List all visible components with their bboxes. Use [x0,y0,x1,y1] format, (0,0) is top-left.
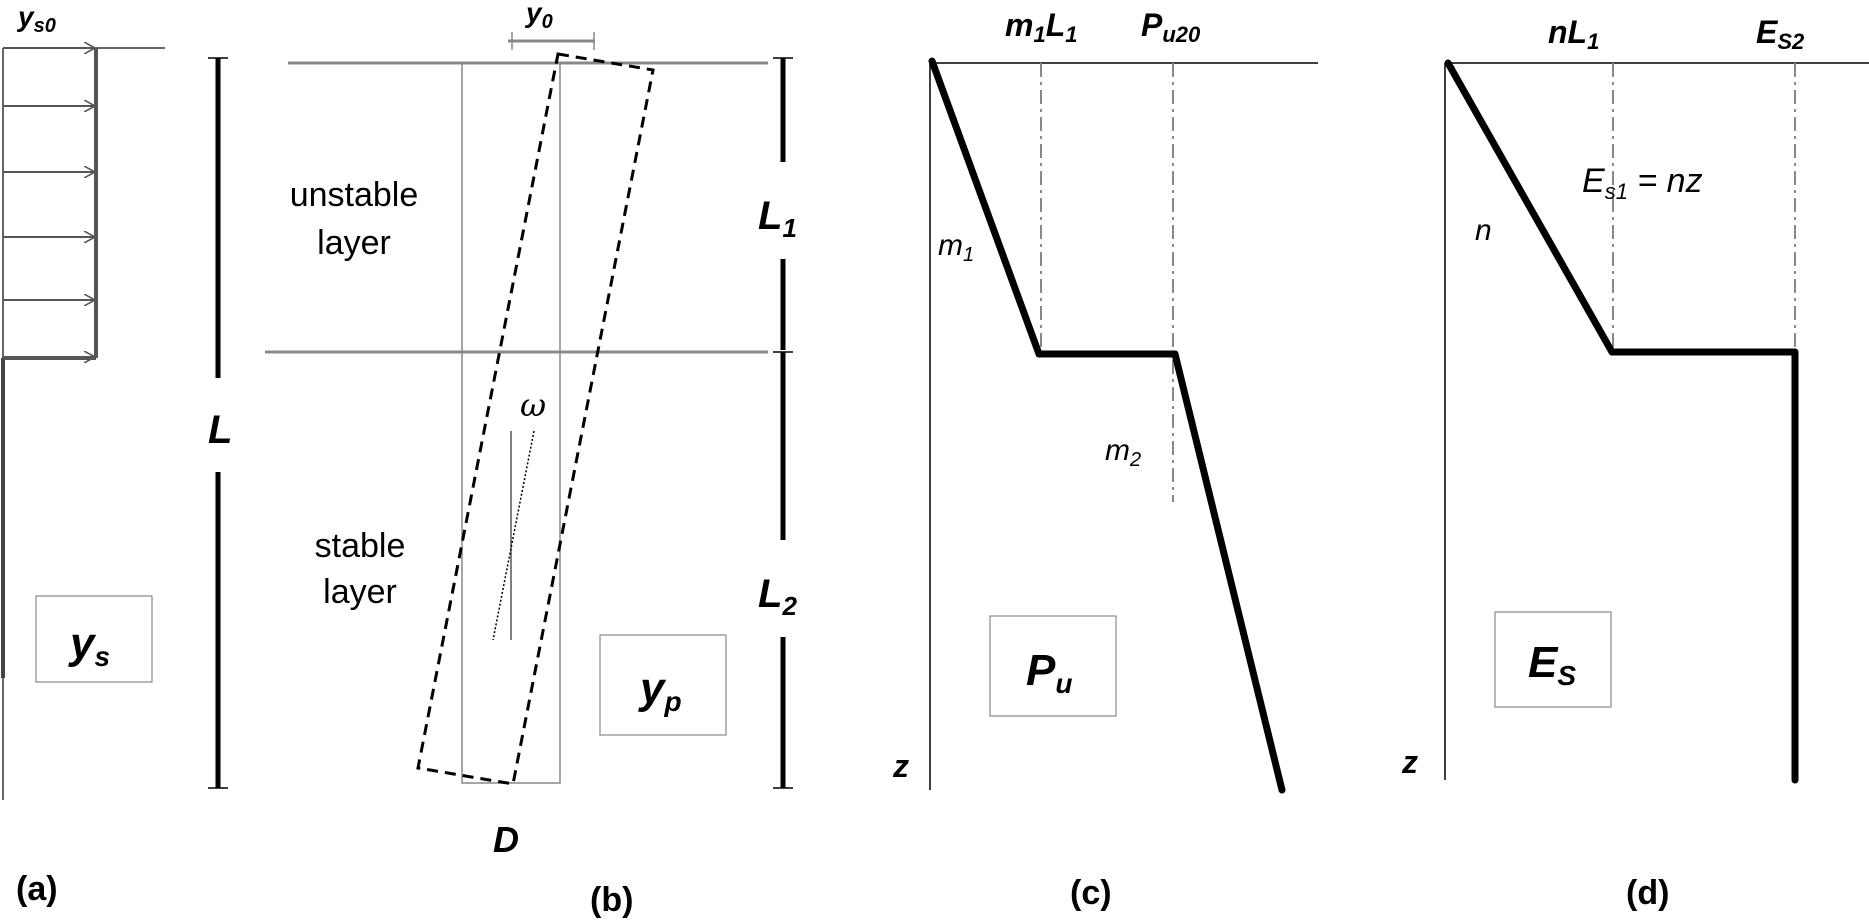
modulus-equation-sub: s1 [1605,179,1628,204]
panel-d: nL1 ES2 n Es1 = nz z ES (d) [1401,14,1869,912]
caption-b: (b) [590,881,633,919]
pile-original-outline [461,62,561,784]
soil-modulus-box-label-sub: S [1557,660,1576,691]
depth-axis-label-d: z [1401,744,1418,780]
total-length-label: L [208,408,232,452]
soil-displacement-top-label-sub: s0 [34,15,56,37]
pu20-sub: u20 [1162,22,1201,47]
unstable-layer-label-line1: unstable [290,176,419,214]
panel-c: m1L1 Pu20 m1 m2 z Pu (c) [892,7,1318,912]
es2-sub: S2 [1777,29,1805,54]
soil-displacement-top-label: ys0 [16,1,56,37]
panel-b: y0 unstable layer stable layer ω D yp L1… [265,0,797,919]
m1L1-top-label: m1L1 [1005,7,1078,47]
pile-displacement-box-label-sub: p [663,686,681,717]
soil-modulus-profile [1444,59,1799,784]
es2-top-label: ES2 [1756,14,1805,54]
caption-c: (c) [1070,874,1112,912]
ultimate-resistance-box-label: Pu [1026,646,1072,699]
pile-displacement-top-label-sub: 0 [542,11,553,33]
soil-displacement-box-label: ys [68,619,110,672]
ultimate-resistance-box [989,615,1117,717]
unstable-layer-thickness-label: L1 [758,194,797,243]
stable-layer-thickness-label-sub: 2 [781,591,797,621]
m1L1-sub-2: 1 [1065,22,1077,47]
pile-displacement-top-label: y0 [524,0,553,33]
unstable-layer-thickness-label-sub: 1 [782,213,796,243]
stable-layer-label-line1: stable [315,527,406,565]
slope-m2-label: m2 [1105,434,1141,471]
nL1-sub: 1 [1587,29,1599,54]
soil-displacement-box [35,595,153,683]
panel-a: ys0 ys L (a) [1,1,232,908]
rotation-angle-symbol: ω [520,386,546,424]
caption-a: (a) [16,870,58,908]
slope-n-label: n [1475,214,1492,247]
caption-d: (d) [1626,874,1669,912]
displacement-arrows [3,48,95,357]
pu20-top-label: Pu20 [1141,7,1201,47]
modulus-equation-rest: = nz [1628,162,1703,200]
pile-deflected-outline [416,52,655,786]
pile-displacement-box-label: yp [638,664,682,717]
modulus-equation-label: Es1 = nz [1582,162,1703,204]
soil-modulus-box [1494,611,1612,708]
rotation-angle-line [492,430,535,641]
slope-m1-sub: 1 [963,244,974,266]
stable-layer-thickness-label: L2 [758,572,797,621]
ultimate-resistance-box-label-sub: u [1055,668,1072,699]
m1L1-main-2: L [1046,7,1066,43]
m1L1-sub-1: 1 [1033,22,1045,47]
stable-layer-label-line2: layer [323,573,397,611]
ultimate-resistance-profile [928,57,1286,794]
slope-m2-sub: 2 [1129,449,1141,471]
pile-diameter-label: D [493,819,519,860]
soil-displacement-box-label-sub: s [94,641,110,672]
unstable-layer-label-line2: layer [317,224,391,262]
slope-m1-label: m1 [938,229,974,266]
pile-displacement-box [599,634,727,736]
nL1-top-label: nL1 [1548,14,1599,54]
soil-modulus-box-label: ES [1528,638,1576,691]
depth-axis-label-c: z [892,748,909,784]
